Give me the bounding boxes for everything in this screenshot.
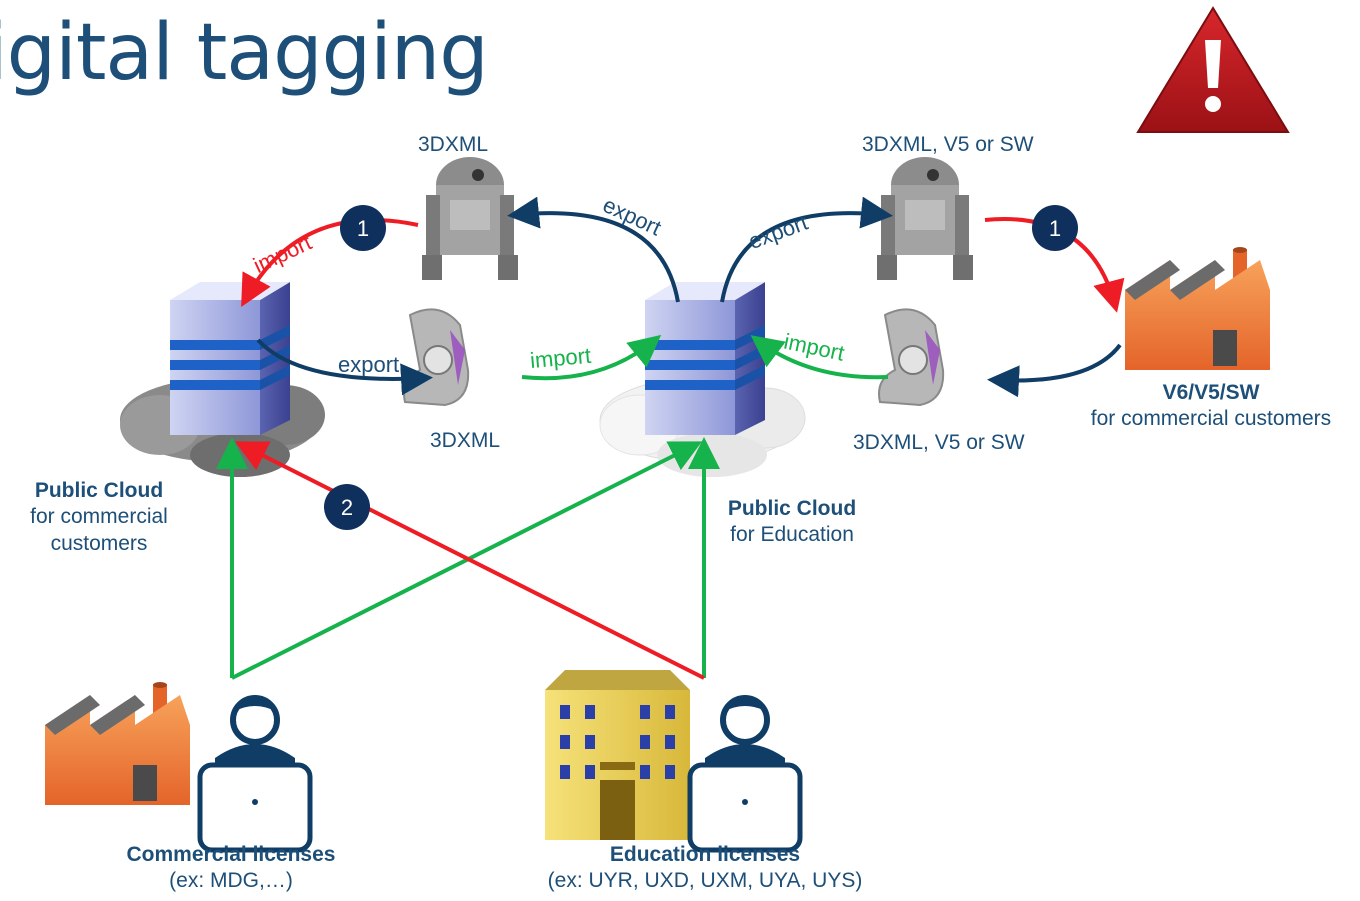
- arrow-label-import-left: import: [249, 230, 315, 278]
- arrow-import-red-left: [241, 218, 419, 308]
- arrow-label-import-center-mid: import: [529, 343, 592, 373]
- label-line: for Education: [730, 523, 854, 547]
- step-badge-label: 1: [1049, 216, 1061, 241]
- label-title: V6/V5/SW: [1162, 381, 1260, 404]
- arrow-import-green-center: [521, 334, 662, 381]
- v6-customers-label: V6/V5/SW for commercial customers: [1066, 380, 1356, 433]
- label-title: Education licenses: [609, 843, 801, 866]
- part-model-icon: [403, 308, 470, 407]
- arrow-import-green-right: [750, 335, 889, 380]
- commercial-licenses-label: Commercial licenses (ex: MDG,…): [100, 842, 362, 895]
- arrow-navy-from-factory: [987, 343, 1122, 398]
- public-cloud-education-label: Public Cloud for Education: [712, 496, 872, 549]
- school-building-icon: [545, 670, 690, 840]
- page-title: igital tagging: [0, 8, 489, 98]
- format-label: 3DXML: [430, 429, 501, 452]
- public-cloud-commercial-icon: [120, 282, 325, 477]
- public-cloud-commercial-label: Public Cloud for commercial customers: [6, 478, 192, 557]
- label-line: (ex: MDG,…): [169, 869, 293, 893]
- robot-model-icon: [877, 157, 973, 280]
- step-badge-label: 2: [341, 495, 353, 520]
- arrow-label-export-left-mid: export: [338, 352, 399, 377]
- arrow-export-navy-center-left: [507, 196, 680, 303]
- arrow-label-export-center-right: export: [745, 210, 811, 254]
- arrow-export-navy-left: [256, 338, 433, 396]
- user-laptop-icon: [197, 695, 313, 853]
- format-label: 3DXML, V5 or SW: [862, 133, 1034, 156]
- arrow-green-commercial-to-edu: [231, 441, 703, 680]
- format-label: 3DXML, V5 or SW: [853, 431, 1025, 454]
- label-line: customers: [50, 531, 148, 555]
- user-laptop-icon: [687, 695, 803, 853]
- step-badge: 2: [324, 484, 370, 530]
- label-line: (ex: UYR, UXD, UXM, UYA, UYS): [547, 869, 863, 893]
- step-badge: 1: [340, 205, 386, 251]
- education-licenses-label: Education licenses (ex: UYR, UXD, UXM, U…: [530, 842, 880, 895]
- factory-icon: [1125, 247, 1270, 370]
- format-label: 3DXML: [418, 133, 489, 156]
- public-cloud-education-icon: [599, 282, 806, 477]
- warning-icon: [1136, 6, 1290, 133]
- label-title: Public Cloud: [34, 479, 164, 502]
- part-model-icon: [878, 308, 945, 407]
- label-line: for commercial: [30, 505, 168, 529]
- arrow-red-edu-to-commercial: [234, 441, 705, 680]
- label-line: for commercial customers: [1090, 407, 1332, 431]
- factory-icon: [45, 682, 190, 805]
- label-title: Commercial licenses: [126, 843, 336, 866]
- arrow-export-navy-center-right: [720, 196, 893, 303]
- robot-model-icon: [422, 157, 518, 280]
- label-title: Public Cloud: [727, 497, 857, 520]
- step-badge-label: 1: [357, 216, 369, 241]
- step-badge: 1: [1032, 205, 1078, 251]
